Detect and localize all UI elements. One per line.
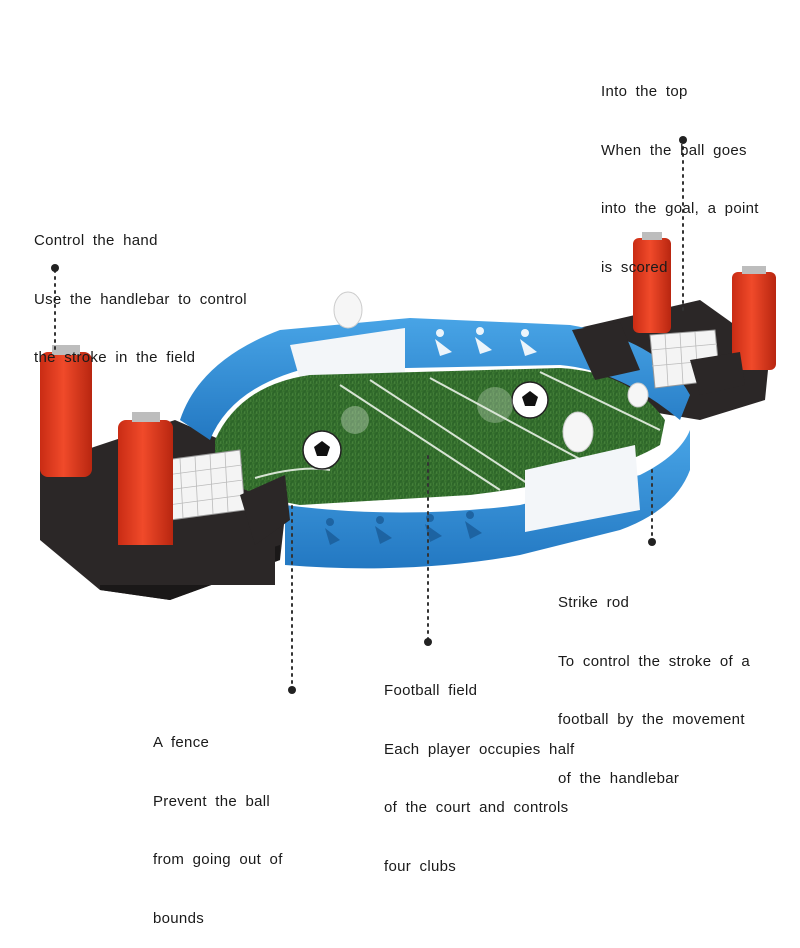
left-handlebars — [40, 345, 275, 585]
callout-goal: Into the top When the ball goes into the… — [601, 43, 759, 297]
callout-strike-rod: Strike rod To control the stroke of a fo… — [558, 554, 750, 808]
callout-fence-line: from going out of — [153, 851, 283, 868]
callout-fence-line: Prevent the ball — [153, 792, 271, 810]
callout-field-line: Each player occupies half — [384, 740, 575, 758]
striker-figures — [333, 291, 649, 453]
callout-goal-title: Into the top — [601, 83, 688, 100]
callout-hand-line: the stroke in the field — [34, 349, 196, 366]
callout-football-field: Football field Each player occupies half… — [384, 642, 574, 896]
football-balls — [302, 381, 549, 470]
leader-lines — [54, 139, 684, 691]
tabletop-football-game-illustration — [40, 136, 776, 694]
right-handlebars — [633, 232, 776, 370]
callout-fence: A fence Prevent the ball from going out … — [153, 694, 283, 948]
left-goal — [164, 449, 246, 521]
callout-field-line: of the court and controls — [384, 799, 569, 816]
fence-front — [285, 430, 690, 569]
callout-rod-title: Strike rod — [558, 594, 630, 611]
callout-hand: Control the hand Use the handlebar to co… — [34, 192, 247, 387]
callout-rod-line: To control the stroke of a — [558, 652, 751, 670]
callout-fence-title: A fence — [153, 734, 210, 751]
callout-field-title: Football field — [384, 682, 478, 699]
callout-rod-line: football by the movement — [558, 711, 745, 728]
callout-field-line: four clubs — [384, 857, 457, 875]
callout-hand-title: Control the hand — [34, 232, 158, 249]
leader-dots — [51, 136, 687, 694]
callout-rod-line: of the handlebar — [558, 769, 680, 787]
callout-fence-line: bounds — [153, 909, 205, 927]
callout-goal-line: When the ball goes — [601, 141, 747, 159]
callout-goal-line: is scored — [601, 258, 668, 276]
callout-goal-line: into the goal, a point — [601, 200, 759, 217]
callout-hand-line: Use the handlebar to control — [34, 290, 247, 308]
